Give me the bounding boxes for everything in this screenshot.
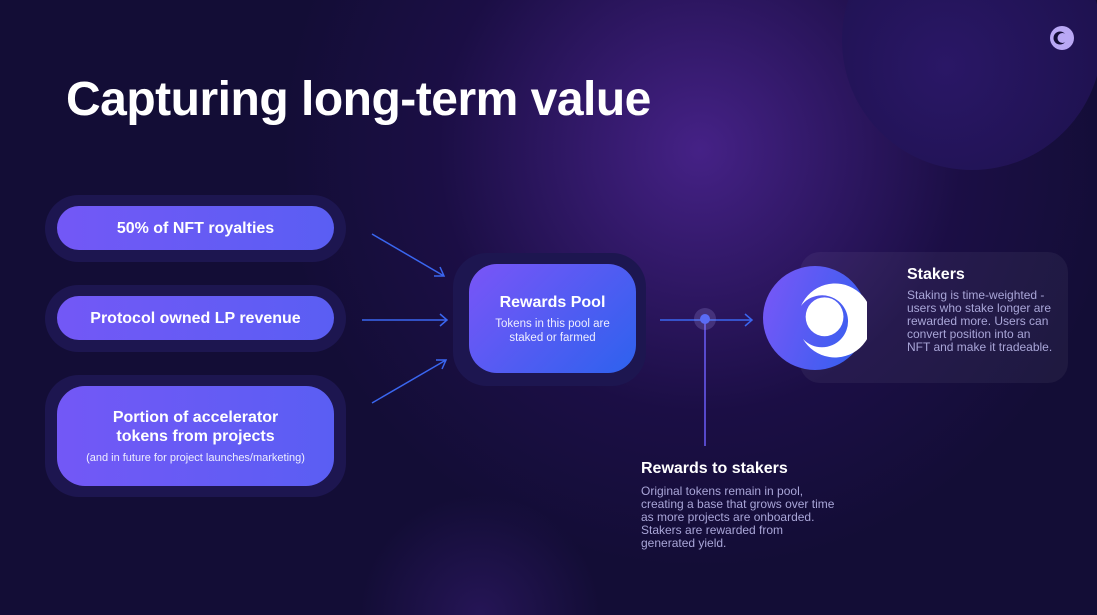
source-lp-revenue: Protocol owned LP revenue: [57, 296, 334, 340]
source-label: Portion of accelerator tokens from proje…: [112, 408, 279, 445]
source-accelerator-tokens: Portion of accelerator tokens from proje…: [57, 386, 334, 486]
rewards-pool: Rewards Pool Tokens in this pool are sta…: [469, 264, 636, 373]
junction-dot: [700, 314, 710, 324]
page-title: Capturing long-term value: [66, 73, 651, 126]
source-note: (and in future for project launches/mark…: [86, 451, 305, 464]
stakers-title: Stakers: [907, 266, 965, 283]
moon-logo-icon: [801, 283, 873, 358]
arrow-icon: [371, 359, 448, 404]
source-label: 50% of NFT royalties: [116, 219, 275, 237]
pool-title: Rewards Pool: [499, 293, 606, 311]
rewards-title: Rewards to stakers: [641, 460, 788, 477]
logo-icon: [1050, 26, 1074, 50]
arrow-icon: [362, 313, 449, 327]
rewards-desc: Original tokens remain in pool, creating…: [641, 484, 835, 550]
arrow-icon: [371, 233, 446, 277]
stakers-section: Stakers Staking is time-weighted - users…: [907, 266, 1057, 354]
pool-desc: Tokens in this pool are staked or farmed: [495, 317, 610, 344]
source-nft-royalties: 50% of NFT royalties: [57, 206, 334, 250]
stakers-desc: Staking is time-weighted - users who sta…: [907, 288, 1053, 354]
source-label: Protocol owned LP revenue: [90, 309, 301, 327]
stakers-badge: [763, 266, 873, 370]
rewards-section: Rewards to stakers Original tokens remai…: [641, 460, 841, 550]
